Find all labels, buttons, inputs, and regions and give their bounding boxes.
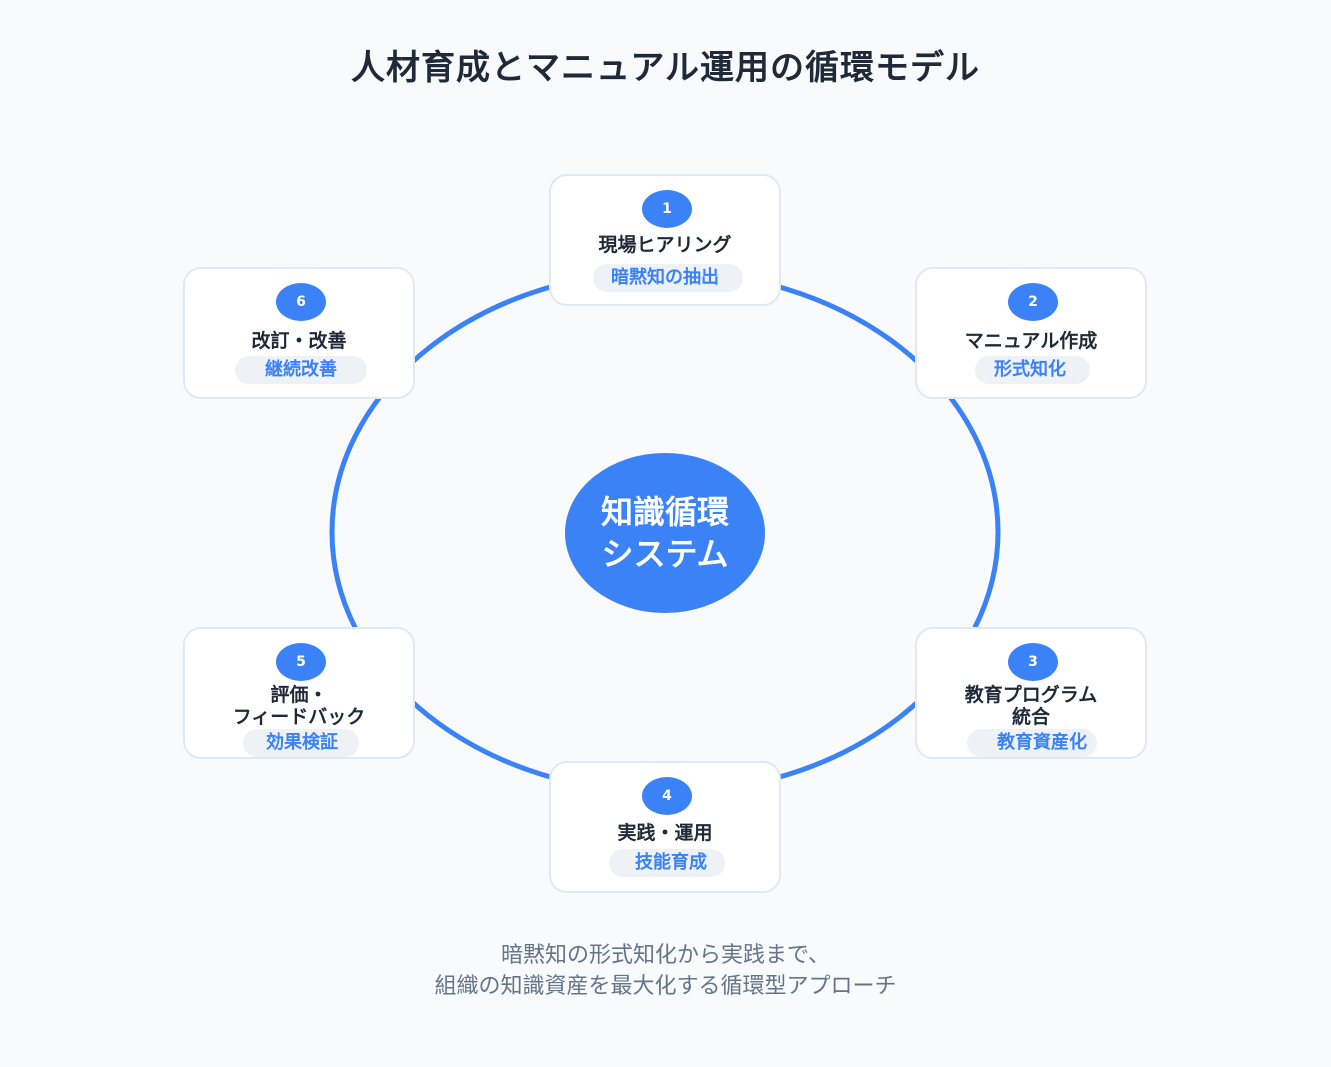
step-title: 実践・運用	[617, 822, 713, 844]
step-title: マニュアル作成	[964, 330, 1098, 352]
step-tag: 継続改善	[265, 359, 337, 380]
step-tag: 暗黙知の抽出	[611, 267, 719, 288]
step-card-1: 1 現場ヒアリング 暗黙知の抽出	[549, 174, 781, 306]
step-title-line-2: 統合	[1011, 706, 1050, 728]
step-number-badge: 4	[642, 777, 692, 815]
caption-line-1: 暗黙知の形式知化から実践まで、	[500, 943, 831, 968]
step-number-badge: 2	[1008, 283, 1058, 321]
step-tag: 形式知化	[994, 359, 1066, 380]
tag-pill	[975, 356, 1090, 384]
step-card-2: 2 マニュアル作成 形式知化	[915, 267, 1147, 399]
step-title: 現場ヒアリング	[598, 234, 732, 256]
step-title-line-1: 教育プログラム	[964, 684, 1098, 706]
step-card-5: 5 評価・ フィードバック 効果検証	[183, 627, 415, 759]
step-tag: 教育資産化	[997, 732, 1087, 753]
step-number-badge: 3	[1008, 643, 1058, 681]
step-number-badge: 1	[642, 190, 692, 228]
page-title: 人材育成とマニュアル運用の循環モデル	[351, 48, 980, 88]
tag-pill	[609, 849, 725, 877]
caption-line-2: 組織の知識資産を最大化する循環型アプローチ	[434, 974, 897, 999]
step-number-badge: 5	[276, 643, 326, 681]
tag-pill	[235, 356, 367, 384]
center-hub: 知識循環 システム	[565, 453, 765, 613]
step-title-line-1: 評価・	[270, 684, 328, 706]
center-hub-line-1: 知識循環	[600, 493, 729, 531]
tag-pill	[967, 729, 1097, 757]
step-tag: 効果検証	[266, 732, 338, 753]
step-title-line-2: フィードバック	[232, 706, 366, 728]
step-card-4: 4 実践・運用 技能育成	[549, 761, 781, 893]
step-title: 改訂・改善	[251, 330, 347, 352]
step-card-6: 6 改訂・改善 継続改善	[183, 267, 415, 399]
center-hub-line-2: システム	[601, 535, 729, 573]
step-number-badge: 6	[276, 283, 326, 321]
step-card-3: 3 教育プログラム 統合 教育資産化	[915, 627, 1147, 759]
step-tag: 技能育成	[635, 852, 707, 873]
tag-pill	[593, 264, 743, 292]
tag-pill	[243, 729, 359, 757]
